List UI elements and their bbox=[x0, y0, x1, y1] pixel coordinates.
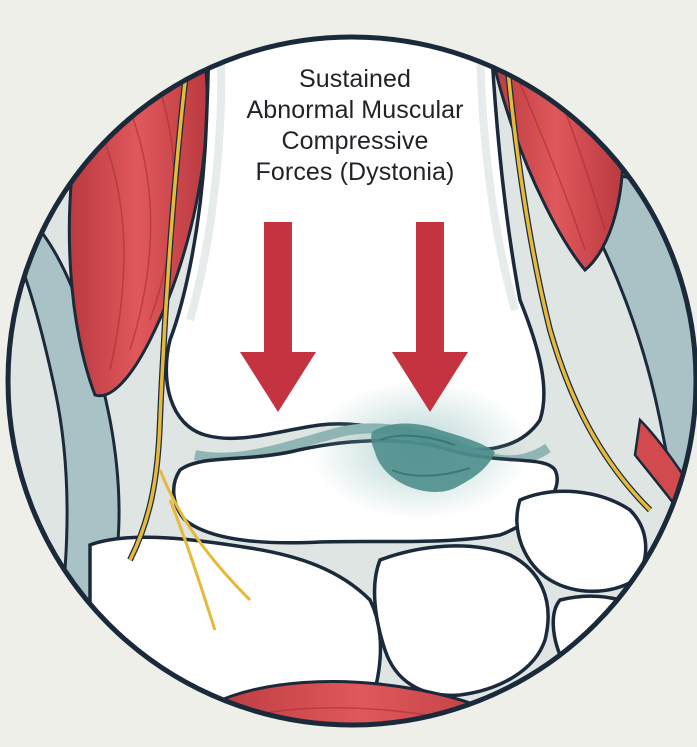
force-label-line-4: Forces (Dystonia) bbox=[210, 157, 500, 188]
navicular-bone bbox=[375, 546, 549, 695]
force-label-line-3: Compressive bbox=[210, 126, 500, 157]
force-label-line-2: Abnormal Muscular bbox=[210, 95, 500, 126]
force-label: Sustained Abnormal Muscular Compressive … bbox=[210, 64, 500, 188]
force-label-line-1: Sustained bbox=[210, 64, 500, 95]
